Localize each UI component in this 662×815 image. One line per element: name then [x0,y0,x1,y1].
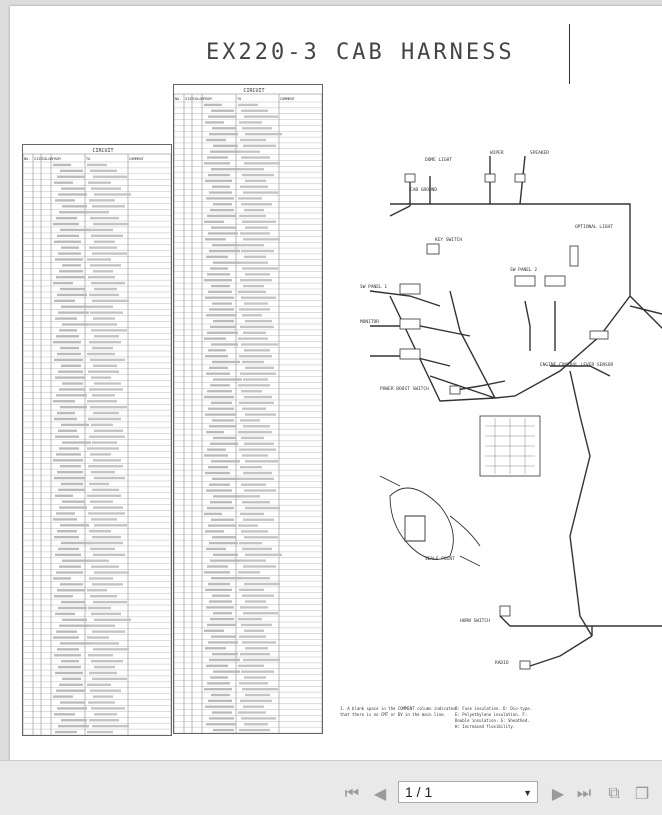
first-page-icon[interactable]: ⏮ [344,783,360,802]
label-dome-light: DOME LIGHT [425,157,452,163]
svg-right-col-0: NO. [175,97,181,101]
label-seale-point: SEALE POINT [425,556,455,562]
svg-left-col-0: NO. [24,157,30,161]
page-selector[interactable]: 1 / 1 ▼ [398,781,538,803]
document-title: EX220-3 CAB HARNESS [206,40,515,65]
svg-left-col-4: TO [86,157,90,161]
svg-left-col-2: COLOR [42,157,53,161]
page-edge-line [569,24,570,84]
label-engine-control: ENGINE CONTROL LEVER SENSOR [540,362,613,368]
label-radio: RADIO [495,660,509,666]
svg-right-col-5: COMMENT [280,97,296,101]
svg-right-col-2: COLOR [193,97,204,101]
label-speaker: SPEAKER [530,150,549,156]
label-cab-ground: CAB GROUND [410,187,437,193]
label-power-boost: POWER BOOST SWITCH [380,386,429,392]
label-horn-switch: HORN SWITCH [460,618,490,624]
label-key-switch: KEY SWITCH [435,237,462,243]
svg-right-header: CIRCUIT [243,88,264,94]
document-notes: 1. A blank space in the COMMENT column i… [340,706,456,717]
next-page-icon[interactable]: ▶ [551,783,565,803]
fit-page-icon[interactable]: ❐ [634,783,650,803]
svg-left-col-1: SIZE [34,157,42,161]
label-sw-panel-2: SW PANEL 2 [510,267,537,273]
label-monitor: MONITOR [360,319,379,325]
pdf-toolbar: ⏮ ◀ 1 / 1 ▼ ▶ ⏭ ⧉ ❐ [0,760,662,815]
harness-diagram: DOME LIGHT WIPER SPEAKER CAB GROUND OPTI… [360,150,662,670]
previous-page-icon[interactable]: ◀ [373,783,387,803]
svg-right-col-4: TO [237,97,241,101]
svg-left-col-5: COMMENT [129,157,145,161]
page-indicator: 1 / 1 [405,784,433,800]
label-optional-light: OPTIONAL LIGHT [575,224,613,230]
fit-width-icon[interactable]: ⧉ [608,783,620,802]
label-sw-panel-1: SW PANEL 1 [360,284,387,290]
svg-left-header: CIRCUIT [92,148,113,154]
document-notes-legend: B: Fuse insulation. D: Dio-type. E: Poly… [455,706,533,729]
svg-right-col-3: FROM [203,97,211,101]
svg-left-col-3: FROM [52,157,60,161]
last-page-icon[interactable]: ⏭ [576,783,592,802]
label-wiper: WIPER [490,150,504,156]
chevron-down-icon: ▼ [523,788,532,798]
svg-right-col-1: SIZE [185,97,193,101]
